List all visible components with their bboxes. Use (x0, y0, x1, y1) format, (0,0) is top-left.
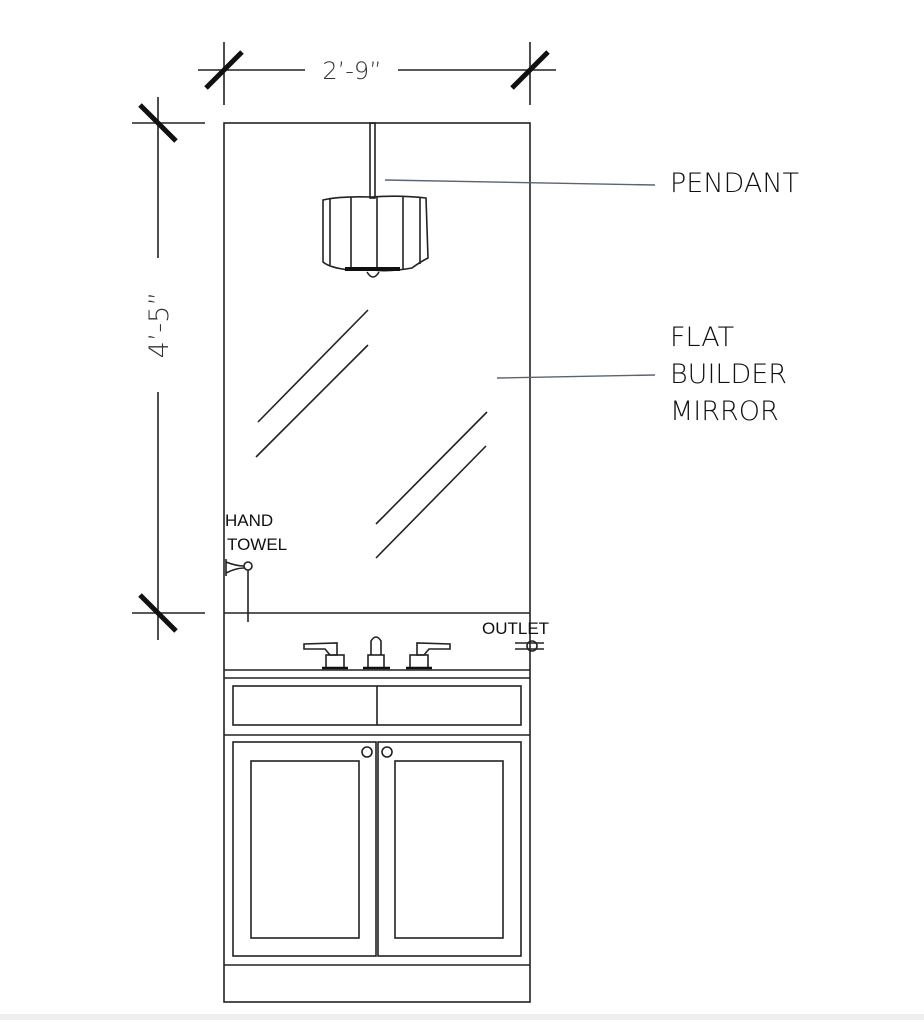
pendant-light-icon (322, 122, 429, 278)
door-panel-right (394, 760, 504, 939)
hand-towel-label-line-1: HAND (225, 511, 273, 530)
hand-towel-label-line-2: TOWEL (227, 535, 287, 554)
bottom-scroll-edge (0, 1014, 924, 1020)
height-dimension-text: 4’-5” (144, 292, 175, 359)
outlet-symbol-icon (515, 640, 544, 652)
door-panel-left (250, 760, 360, 939)
height-dimension: 4’-5” (132, 97, 205, 640)
mirror-leader-line (496, 374, 656, 379)
mirror-label-line-2: BUILDER (670, 359, 787, 390)
width-dimension: 2’-9” (198, 42, 556, 105)
mirror-reflection-lines (255, 309, 488, 559)
pendant-label: PENDANT (670, 168, 799, 199)
mirror-label-line-1: FLAT (670, 322, 734, 353)
knob-left-icon (361, 746, 373, 758)
towel-bar-icon (225, 559, 253, 622)
cabinet-door-left (232, 741, 377, 957)
outlet-label: OUTLET (482, 619, 549, 638)
faucet-icon (303, 636, 451, 670)
cabinet-door-right (377, 741, 522, 957)
pendant-leader-line (384, 179, 656, 186)
width-dimension-text: 2’-9” (322, 57, 381, 85)
knob-right-icon (381, 746, 393, 758)
vanity-outline (223, 122, 531, 1003)
mirror-label-line-3: MIRROR (670, 396, 779, 427)
